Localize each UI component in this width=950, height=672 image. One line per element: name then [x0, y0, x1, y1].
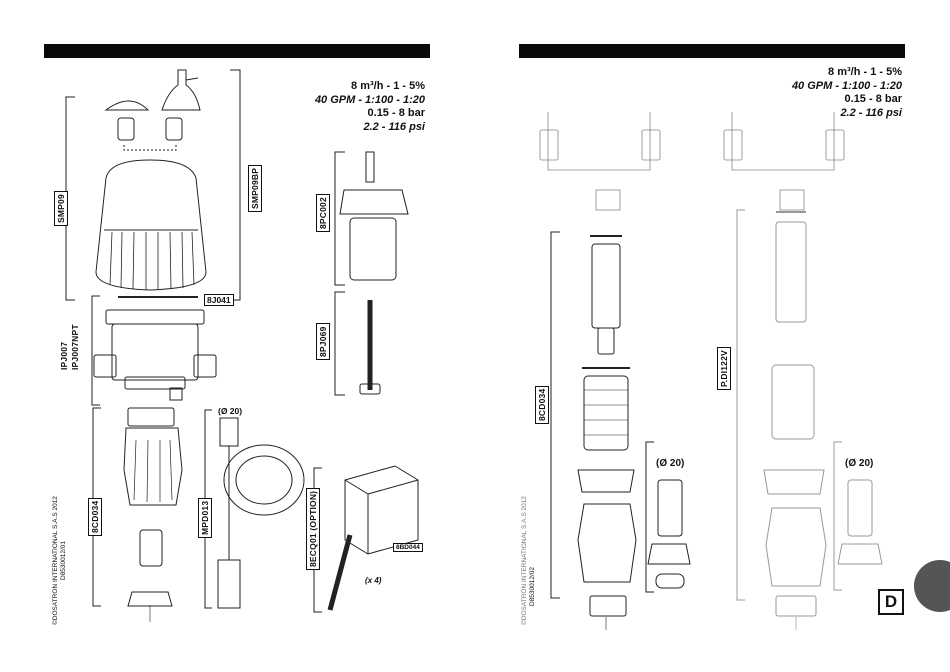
label-spj069: 8PJ069	[316, 323, 330, 360]
spec-block: 8 m³/h - 1 - 5% 40 GPM - 1:100 - 1:20 0.…	[290, 80, 425, 134]
faded-housing-a	[547, 112, 651, 171]
label-spc002: 8PC002	[316, 194, 330, 232]
injector-ring	[127, 407, 175, 427]
bracket-pdi122v	[736, 209, 745, 601]
body-top	[105, 309, 205, 325]
label-scd034: 8CD034	[88, 497, 102, 536]
label-ipj007npt: IPJ007NPT	[69, 322, 81, 372]
spec-pressure: 0.15 - 8 bar	[367, 107, 425, 119]
spec-pressure-us: 2.2 - 116 psi	[840, 106, 902, 119]
page-letter: D	[878, 589, 904, 615]
outlet-fitting	[193, 354, 217, 378]
faded-housing-b	[731, 112, 835, 171]
left-page: 8 m³/h - 1 - 5% 40 GPM - 1:100 - 1:20 0.…	[44, 44, 430, 134]
piston-head	[339, 189, 409, 215]
right-page: 8 m³/h - 1 - 5% 40 GPM - 1:100 - 1:20 0.…	[475, 0, 950, 672]
valve-part	[117, 117, 135, 141]
bracket-dia-a	[645, 441, 654, 593]
bracket-spc002	[334, 151, 345, 286]
page-tab-marker	[914, 560, 950, 612]
label-pdi122v: P.DI122V	[717, 347, 731, 390]
bracket-spj069	[334, 291, 345, 396]
ref-left: D8530012/01	[60, 540, 67, 580]
spec-block-right: 8 m³/h - 1 - 5% 40 GPM - 1:100 - 1:20 0.…	[765, 66, 902, 120]
bracket-ipj007	[91, 295, 100, 406]
cap-part	[104, 100, 150, 111]
label-x4: (x 4)	[365, 576, 382, 585]
label-dia-right-b: (Ø 20)	[845, 458, 874, 469]
bracket-smp09bp	[230, 69, 241, 301]
dosing-cylinder-b	[771, 364, 815, 440]
injector-a	[577, 503, 637, 583]
bracket-scd034-right	[550, 231, 560, 599]
screw	[327, 534, 353, 611]
spec-flow: 8 m³/h - 1 - 5%	[828, 66, 902, 78]
spec-flow: 8 m³/h - 1 - 5%	[351, 80, 425, 92]
label-scd034-right: 8CD034	[535, 385, 549, 424]
wall-bracket	[344, 465, 419, 555]
bell-housing	[95, 159, 207, 291]
strainer	[217, 559, 241, 609]
check-valve	[139, 529, 163, 567]
label-smp09: SMP09	[54, 191, 68, 226]
bypass-valve-part	[161, 69, 201, 111]
label-dia-right-a: (Ø 20)	[656, 458, 685, 469]
tube-fitting	[219, 417, 239, 447]
ref-right: D8530012/02	[529, 566, 536, 606]
header-band-right	[519, 44, 905, 58]
piston-tube-b	[775, 221, 807, 323]
spec-pressure-us: 2.2 - 116 psi	[363, 120, 425, 133]
label-smp09bp: SMP09BP	[248, 164, 262, 212]
injector-body	[123, 427, 183, 506]
label-sj041: 8J041	[204, 294, 234, 306]
suction-tube-coil	[223, 444, 305, 516]
label-mpd013: MPD013	[198, 497, 212, 538]
label-secq01: 8ECQ01 (OPTION)	[306, 487, 320, 570]
spec-pressure: 0.15 - 8 bar	[844, 93, 902, 105]
inlet-fitting	[93, 354, 117, 378]
label-bracket-code: 8BD044	[393, 543, 423, 552]
copyright-right: ©DOSATRON INTERNATIONAL S.A.S 2012	[521, 496, 528, 625]
nut	[127, 591, 173, 607]
copyright-left: ©DOSATRON INTERNATIONAL S.A.S 2012	[52, 496, 59, 625]
spec-flow-us: 40 GPM - 1:100 - 1:20	[314, 93, 425, 106]
label-dia-left: (Ø 20)	[218, 406, 243, 416]
header-band	[44, 44, 430, 58]
spec-flow-us: 40 GPM - 1:100 - 1:20	[791, 79, 902, 92]
piston-tube-a	[591, 243, 621, 329]
piston-rod	[365, 151, 375, 183]
dosing-cylinder-a	[583, 375, 629, 451]
ring-nut-a	[577, 469, 635, 493]
piston-cylinder	[349, 217, 397, 281]
body-main	[111, 323, 199, 381]
injector-b	[765, 507, 827, 587]
